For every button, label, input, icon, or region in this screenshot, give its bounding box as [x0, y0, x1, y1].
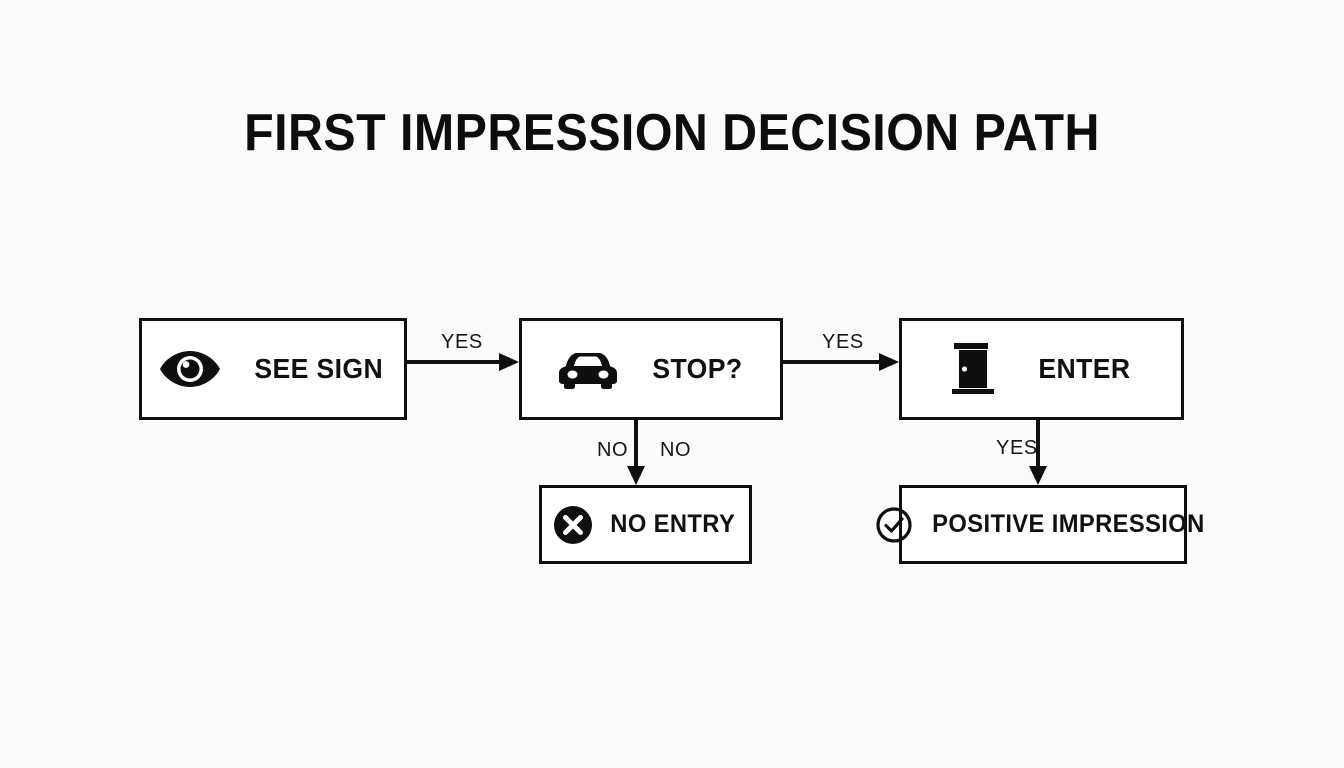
node-label: SEE SIGN [254, 353, 384, 384]
node-enter[interactable]: ENTER [899, 318, 1184, 420]
node-label: ENTER [1038, 353, 1131, 384]
node-stop[interactable]: STOP? [519, 318, 783, 420]
node-label: POSITIVE IMPRESSION [931, 510, 1205, 538]
door-icon [950, 341, 1000, 397]
eye-icon [159, 348, 221, 390]
arrow-stop-to-enter [782, 352, 899, 372]
edge-label-stop-to-enter: YES [822, 331, 864, 353]
node-label: STOP? [651, 353, 743, 384]
node-content: POSITIVE IMPRESSION [875, 506, 1212, 544]
node-content: NO ENTRY [553, 505, 738, 545]
edge-label-see-to-stop: YES [441, 331, 483, 353]
arrow-stop-to-no-entry [626, 420, 646, 485]
arrow-see-to-stop [406, 352, 519, 372]
node-positive-impression[interactable]: POSITIVE IMPRESSION [875, 485, 1204, 564]
node-content: SEE SIGN [159, 348, 386, 390]
edge-label-stop-to-no-entry-left: NO [597, 439, 629, 461]
node-no-entry[interactable]: NO ENTRY [539, 485, 752, 564]
node-label: NO ENTRY [610, 510, 735, 538]
car-icon [558, 348, 618, 390]
node-content: STOP? [558, 348, 745, 390]
circle-check-icon [875, 506, 913, 544]
edge-label-enter-to-positive: YES [996, 437, 1038, 459]
arrow-enter-to-positive [1028, 420, 1048, 485]
edge-label-stop-to-no-entry-right: NO [660, 439, 692, 461]
circle-x-icon [553, 505, 593, 545]
page-title: FIRST IMPRESSION DECISION PATH [244, 104, 1100, 162]
node-see-sign[interactable]: SEE SIGN [139, 318, 407, 420]
node-content: ENTER [950, 341, 1133, 397]
